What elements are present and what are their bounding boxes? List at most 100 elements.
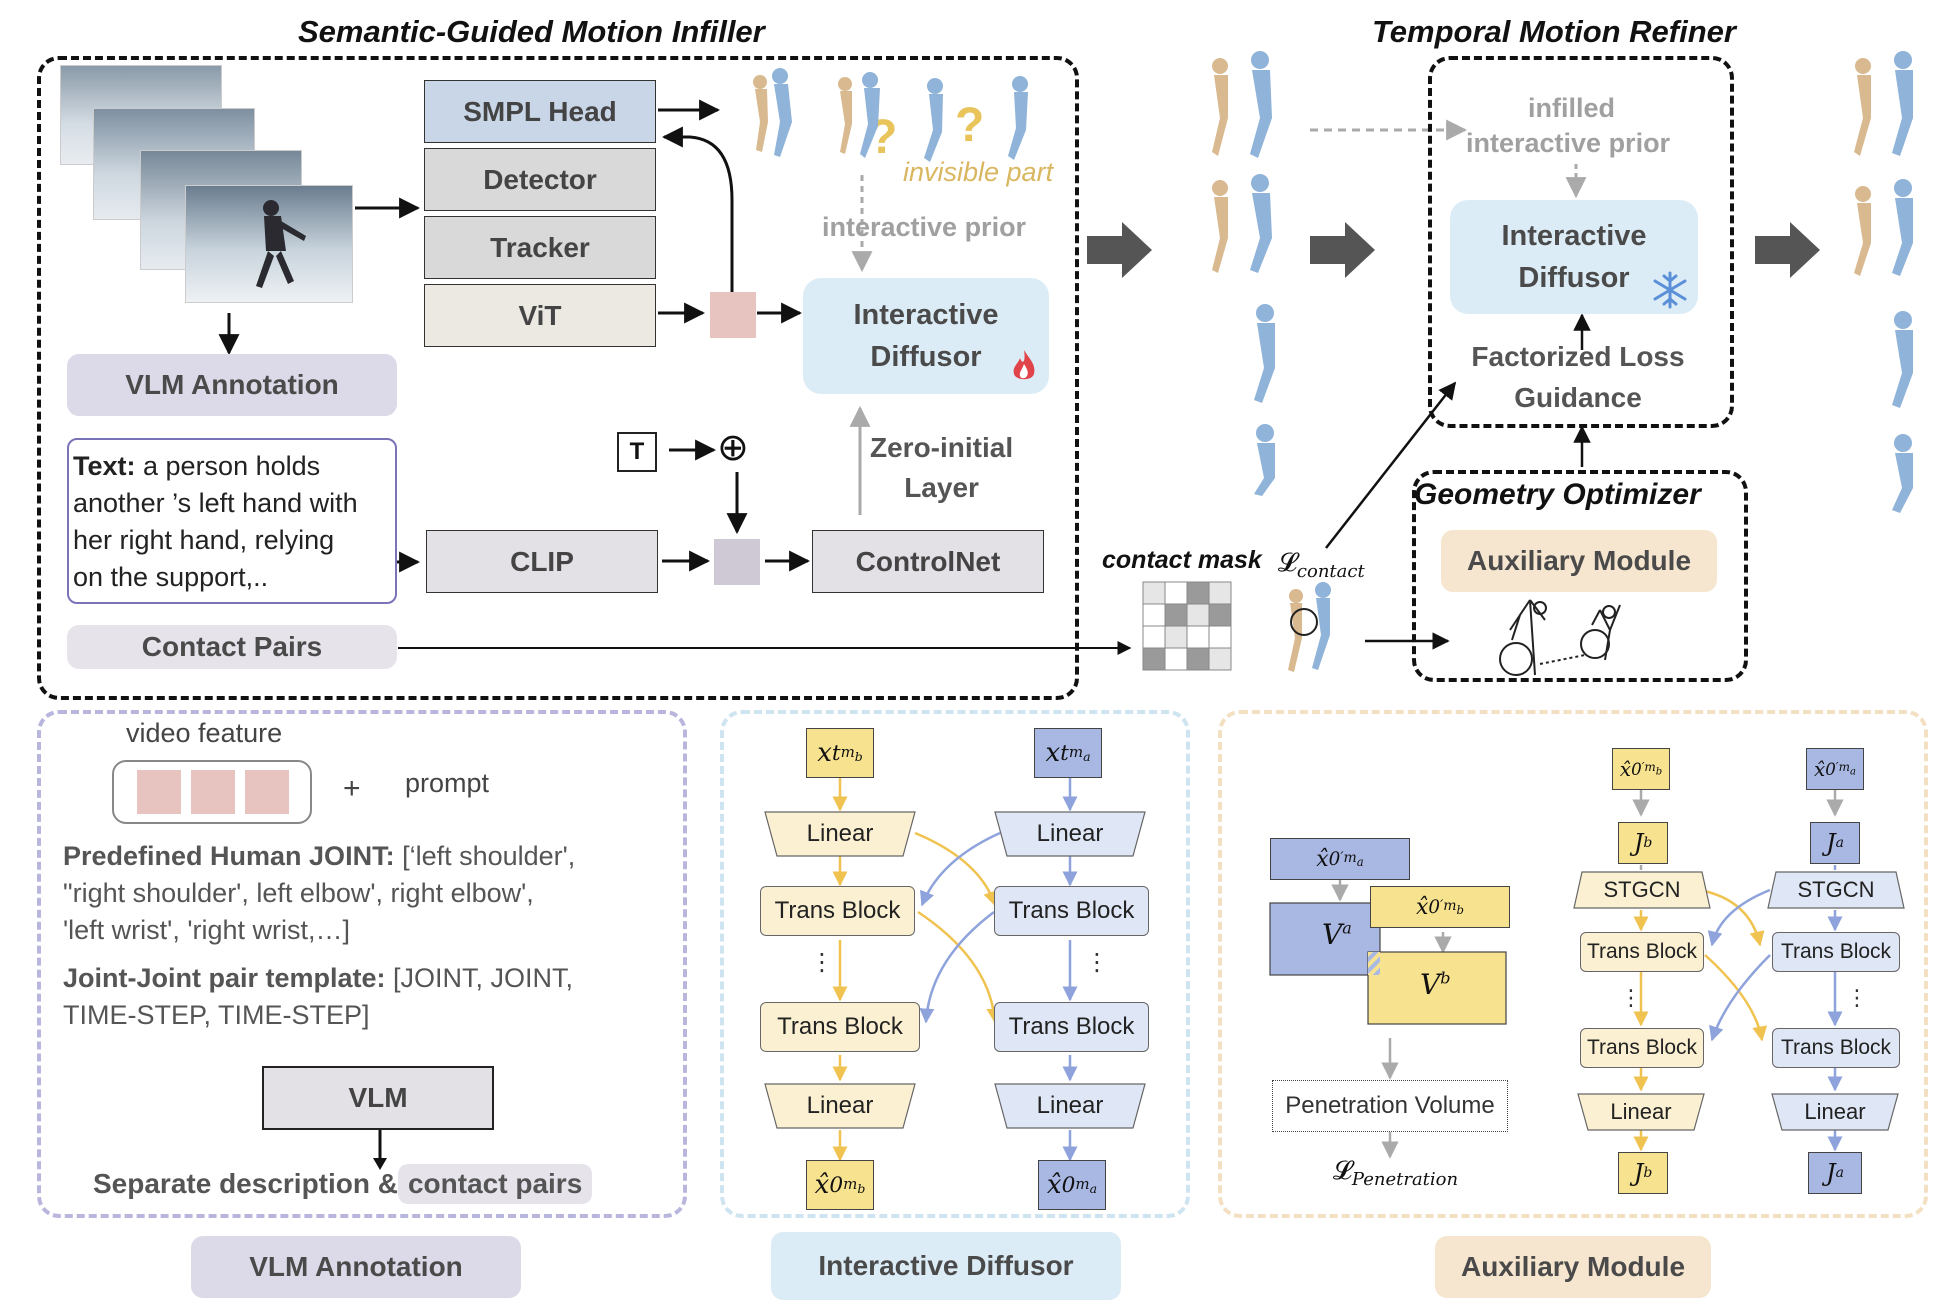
pose-figure-contact	[1288, 582, 1331, 672]
separate-description: Separate description & contact pairs	[93, 1164, 593, 1204]
ja-base: J	[1826, 829, 1836, 857]
plus-symbol: ⊕	[717, 427, 749, 469]
infiller-frame	[37, 56, 1079, 700]
ja-prime-base: J	[1826, 1159, 1836, 1187]
trans-block-left-1: Trans Block	[760, 886, 915, 936]
vlm-panel-frame	[37, 710, 687, 1218]
detector-box: Detector	[424, 148, 656, 211]
jb-base: J	[1633, 829, 1644, 857]
va-label: Va	[1322, 918, 1352, 951]
aux-linear-left-label: Linear	[1610, 1099, 1672, 1124]
feature-token-3	[245, 770, 289, 814]
mask-cell	[1186, 625, 1210, 649]
aux-dots-right: ⋮	[1846, 985, 1868, 1010]
vb-base: V	[1420, 968, 1441, 1001]
aux-panel-frame	[1218, 710, 1928, 1218]
mask-cell	[1142, 603, 1166, 627]
x0-sub-a: 0	[1061, 1172, 1076, 1198]
l-penetration: 𝓛Penetration	[1333, 1156, 1458, 1190]
aux-stack-x0-mb: x̂0′mb	[1612, 748, 1670, 790]
diffusor-label-2: Diffusor	[870, 341, 982, 373]
aux-x0-mb-sub: 0	[1428, 896, 1441, 918]
aux-x0-ma-prime: ′m	[1340, 849, 1357, 866]
x0-supsub-b: b	[857, 1180, 866, 1196]
separate-text: Separate description &	[93, 1168, 398, 1199]
linear-out-right	[994, 1083, 1146, 1129]
big-arrows	[1087, 222, 1820, 278]
linear-out-left	[764, 1083, 916, 1129]
aux-x0-mb: x̂0′mb	[1370, 886, 1510, 928]
aux-trans-right-1: Trans Block	[1772, 932, 1900, 972]
aux-stack-x0-ma: x̂0′ma	[1806, 748, 1864, 790]
stgcn-right-label: STGCN	[1797, 877, 1875, 902]
infilled-prior-label: infilled	[1528, 88, 1615, 128]
aux-stack-x0-mb-base: x̂	[1619, 757, 1632, 781]
linear-out-right-label: Linear	[1036, 1092, 1104, 1119]
refiner-diffusor-line-2: Diffusor	[1518, 262, 1630, 294]
vit-box: ViT	[424, 284, 656, 347]
mask-cell	[1142, 581, 1166, 605]
mask-cell	[1208, 581, 1232, 605]
jb-prime-base: J	[1633, 1159, 1644, 1187]
xt-base-b: x	[817, 738, 832, 768]
clip-box: CLIP	[426, 530, 658, 593]
aux-trans-left-1: Trans Block	[1580, 932, 1704, 972]
mask-cell	[1142, 647, 1166, 671]
clip-token	[714, 539, 760, 585]
xt-sup-b: m	[840, 742, 855, 761]
vlm-down-arrow	[373, 1130, 387, 1170]
video-feature-box	[112, 760, 312, 824]
zero-initial-label: Zero-initial Layer	[870, 428, 1013, 508]
contact-mask-grid	[1142, 581, 1232, 671]
fire-icon	[1013, 350, 1035, 380]
predefined-line-3: 'left wrist', 'right wrist,…]	[63, 915, 350, 945]
ja-sup: a	[1835, 835, 1844, 851]
template-text: Joint-Joint pair template: [JOINT, JOINT…	[63, 960, 573, 1034]
xt-sup-a: m	[1068, 742, 1084, 761]
trans-block-right-1: Trans Block	[994, 886, 1149, 936]
diffusor-panel-frame	[720, 710, 1190, 1218]
text-prompt-box: Text: a person holds another ’s left han…	[67, 438, 397, 604]
linear-in-right	[994, 811, 1146, 857]
stgcn-right	[1767, 871, 1905, 909]
refiner-diffusor-line-1: Interactive	[1501, 220, 1647, 252]
aux-x0-ma-sub: 0	[1328, 848, 1341, 870]
zero-initial-line-1: Zero-initial	[870, 432, 1014, 463]
aux-x0-ma: x̂0′ma	[1270, 838, 1410, 880]
text-label: Text:	[73, 451, 136, 481]
aux-linear-right-label: Linear	[1804, 1099, 1866, 1124]
text-line-3: her right hand, relying	[73, 525, 335, 555]
auxiliary-module-caption: Auxiliary Module	[1435, 1236, 1711, 1298]
factorized-line-2: Guidance	[1514, 382, 1642, 413]
infilled-prior-line-1: infilled	[1528, 93, 1615, 123]
linear-in-right-label: Linear	[1036, 820, 1104, 847]
aux-stack-x0-mb-prime: ′m	[1641, 760, 1656, 775]
aux-stack-x0-ma-sub: 0	[1825, 759, 1836, 779]
mask-cell	[1164, 603, 1188, 627]
l-pen-sub: Penetration	[1351, 1169, 1459, 1191]
aux-x0-ma-base: x̂	[1316, 846, 1329, 872]
geometry-frame	[1412, 470, 1748, 682]
penetration-volumes	[1269, 902, 1507, 1025]
contact-pairs-pill: Contact Pairs	[67, 625, 397, 669]
aux-x0-mb-b: b	[1456, 902, 1465, 917]
separate-pill: contact pairs	[397, 1164, 593, 1204]
infilled-prior-line-2: interactive prior	[1466, 128, 1671, 158]
aux-trans-left-2: Trans Block	[1580, 1028, 1704, 1068]
vlm-annotation-caption: VLM Annotation	[191, 1236, 521, 1298]
factorized-loss-label: Factorized Loss Guidance	[1450, 336, 1706, 418]
timestep-box: T	[617, 432, 657, 472]
aux-x0-mb-prime: ′m	[1440, 897, 1457, 914]
vlm-annotation-pill: VLM Annotation	[67, 354, 397, 416]
xt-supsub-a: a	[1083, 748, 1091, 764]
aux-stack-x0-mb-sub: 0	[1631, 759, 1642, 779]
linear-in-left	[764, 811, 916, 857]
mask-cell	[1164, 625, 1188, 649]
